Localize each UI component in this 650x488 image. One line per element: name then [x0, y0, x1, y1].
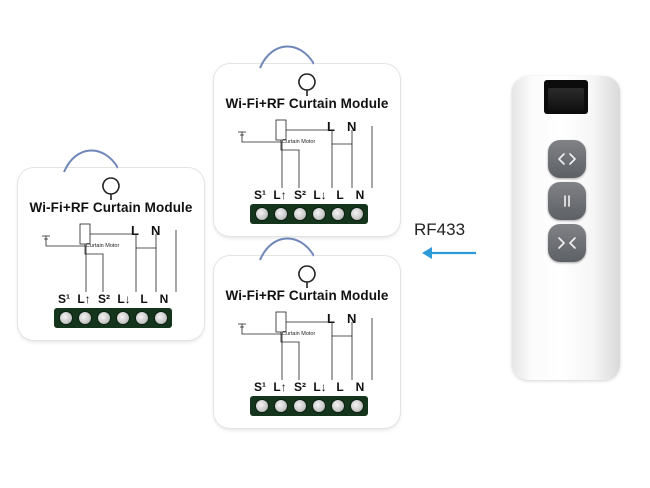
terminal-label: N	[355, 380, 365, 394]
terminal-screw	[116, 312, 129, 324]
pause-icon	[564, 195, 570, 207]
terminal-label: N	[355, 188, 365, 202]
terminal-screw	[59, 312, 72, 324]
terminal-label: L	[336, 380, 344, 394]
terminal-screw	[331, 400, 344, 412]
terminal-screw	[135, 312, 148, 324]
schematic-label-l: L	[327, 119, 335, 134]
terminal-screw	[312, 208, 325, 220]
terminal-screw	[255, 208, 268, 220]
open-curtain-icon	[558, 153, 576, 165]
terminal-screw	[312, 400, 325, 412]
terminal-screw	[350, 208, 363, 220]
mounting-hook	[102, 177, 120, 200]
module-title: Wi-Fi+RF Curtain Module	[225, 288, 389, 303]
antenna-wire	[63, 149, 118, 173]
terminal-label: S²	[294, 380, 306, 394]
wiring-schematic	[238, 119, 373, 188]
remote-indicator-window	[544, 80, 588, 114]
terminal-block	[54, 308, 172, 328]
terminal-screw	[293, 400, 306, 412]
schematic-label-n: N	[347, 311, 357, 326]
terminal-screw	[97, 312, 110, 324]
module-title: Wi-Fi+RF Curtain Module	[29, 200, 193, 215]
terminal-screw	[255, 400, 268, 412]
terminal-label: S¹	[254, 188, 266, 202]
terminal-label: L↑	[273, 188, 287, 202]
curtain-motor-label: Curtain Motor	[282, 139, 316, 145]
terminal-label: L↓	[313, 188, 327, 202]
terminal-labels: S¹ L↑ S² L↓ L N	[56, 292, 172, 306]
terminal-screw	[78, 312, 91, 324]
terminal-label: L↓	[117, 292, 131, 306]
terminal-block	[250, 396, 368, 416]
terminal-label: S¹	[58, 292, 70, 306]
mounting-hook	[298, 73, 316, 96]
terminal-label: L↑	[273, 380, 287, 394]
terminal-screw	[274, 400, 287, 412]
schematic-label-n: N	[347, 119, 357, 134]
schematic-label-n: N	[151, 223, 161, 238]
terminal-label: S¹	[254, 380, 266, 394]
terminal-label: L	[140, 292, 148, 306]
module-title: Wi-Fi+RF Curtain Module	[225, 96, 389, 111]
curtain-module-bottom: Wi-Fi+RF Curtain Module L N Curtain Moto…	[214, 237, 400, 428]
rf-remote-control	[512, 76, 620, 380]
terminal-screw	[154, 312, 167, 324]
antenna-wire	[259, 237, 314, 261]
terminal-screw	[274, 208, 287, 220]
terminal-label: L↓	[313, 380, 327, 394]
terminal-labels: S¹ L↑ S² L↓ L N	[252, 380, 368, 394]
antenna-wire	[259, 45, 314, 69]
rf433-label: RF433	[414, 220, 466, 239]
wiring-schematic	[238, 311, 373, 380]
curtain-motor-label: Curtain Motor	[86, 243, 120, 249]
curtain-motor-label: Curtain Motor	[282, 331, 316, 337]
terminal-label: N	[159, 292, 169, 306]
close-curtain-icon	[558, 237, 576, 249]
terminal-screw	[293, 208, 306, 220]
mounting-hook	[298, 265, 316, 288]
terminal-label: L↑	[77, 292, 91, 306]
open-button[interactable]	[548, 140, 586, 178]
terminal-block	[250, 204, 368, 224]
terminal-label: L	[336, 188, 344, 202]
signal-arrow-icon	[422, 247, 476, 259]
terminal-screw	[350, 400, 363, 412]
schematic-label-l: L	[131, 223, 139, 238]
terminal-label: S²	[294, 188, 306, 202]
terminal-screw	[331, 208, 344, 220]
curtain-module-left: Wi-Fi+RF Curtain Module L N Curtain Moto…	[18, 149, 204, 340]
terminal-label: S²	[98, 292, 110, 306]
wiring-schematic	[42, 223, 177, 292]
pause-button[interactable]	[548, 182, 586, 220]
schematic-label-l: L	[327, 311, 335, 326]
curtain-module-top: Wi-Fi+RF Curtain Module L N Curtain Moto…	[214, 45, 400, 236]
terminal-labels: S¹ L↑ S² L↓ L N	[252, 188, 368, 202]
close-button[interactable]	[548, 224, 586, 262]
